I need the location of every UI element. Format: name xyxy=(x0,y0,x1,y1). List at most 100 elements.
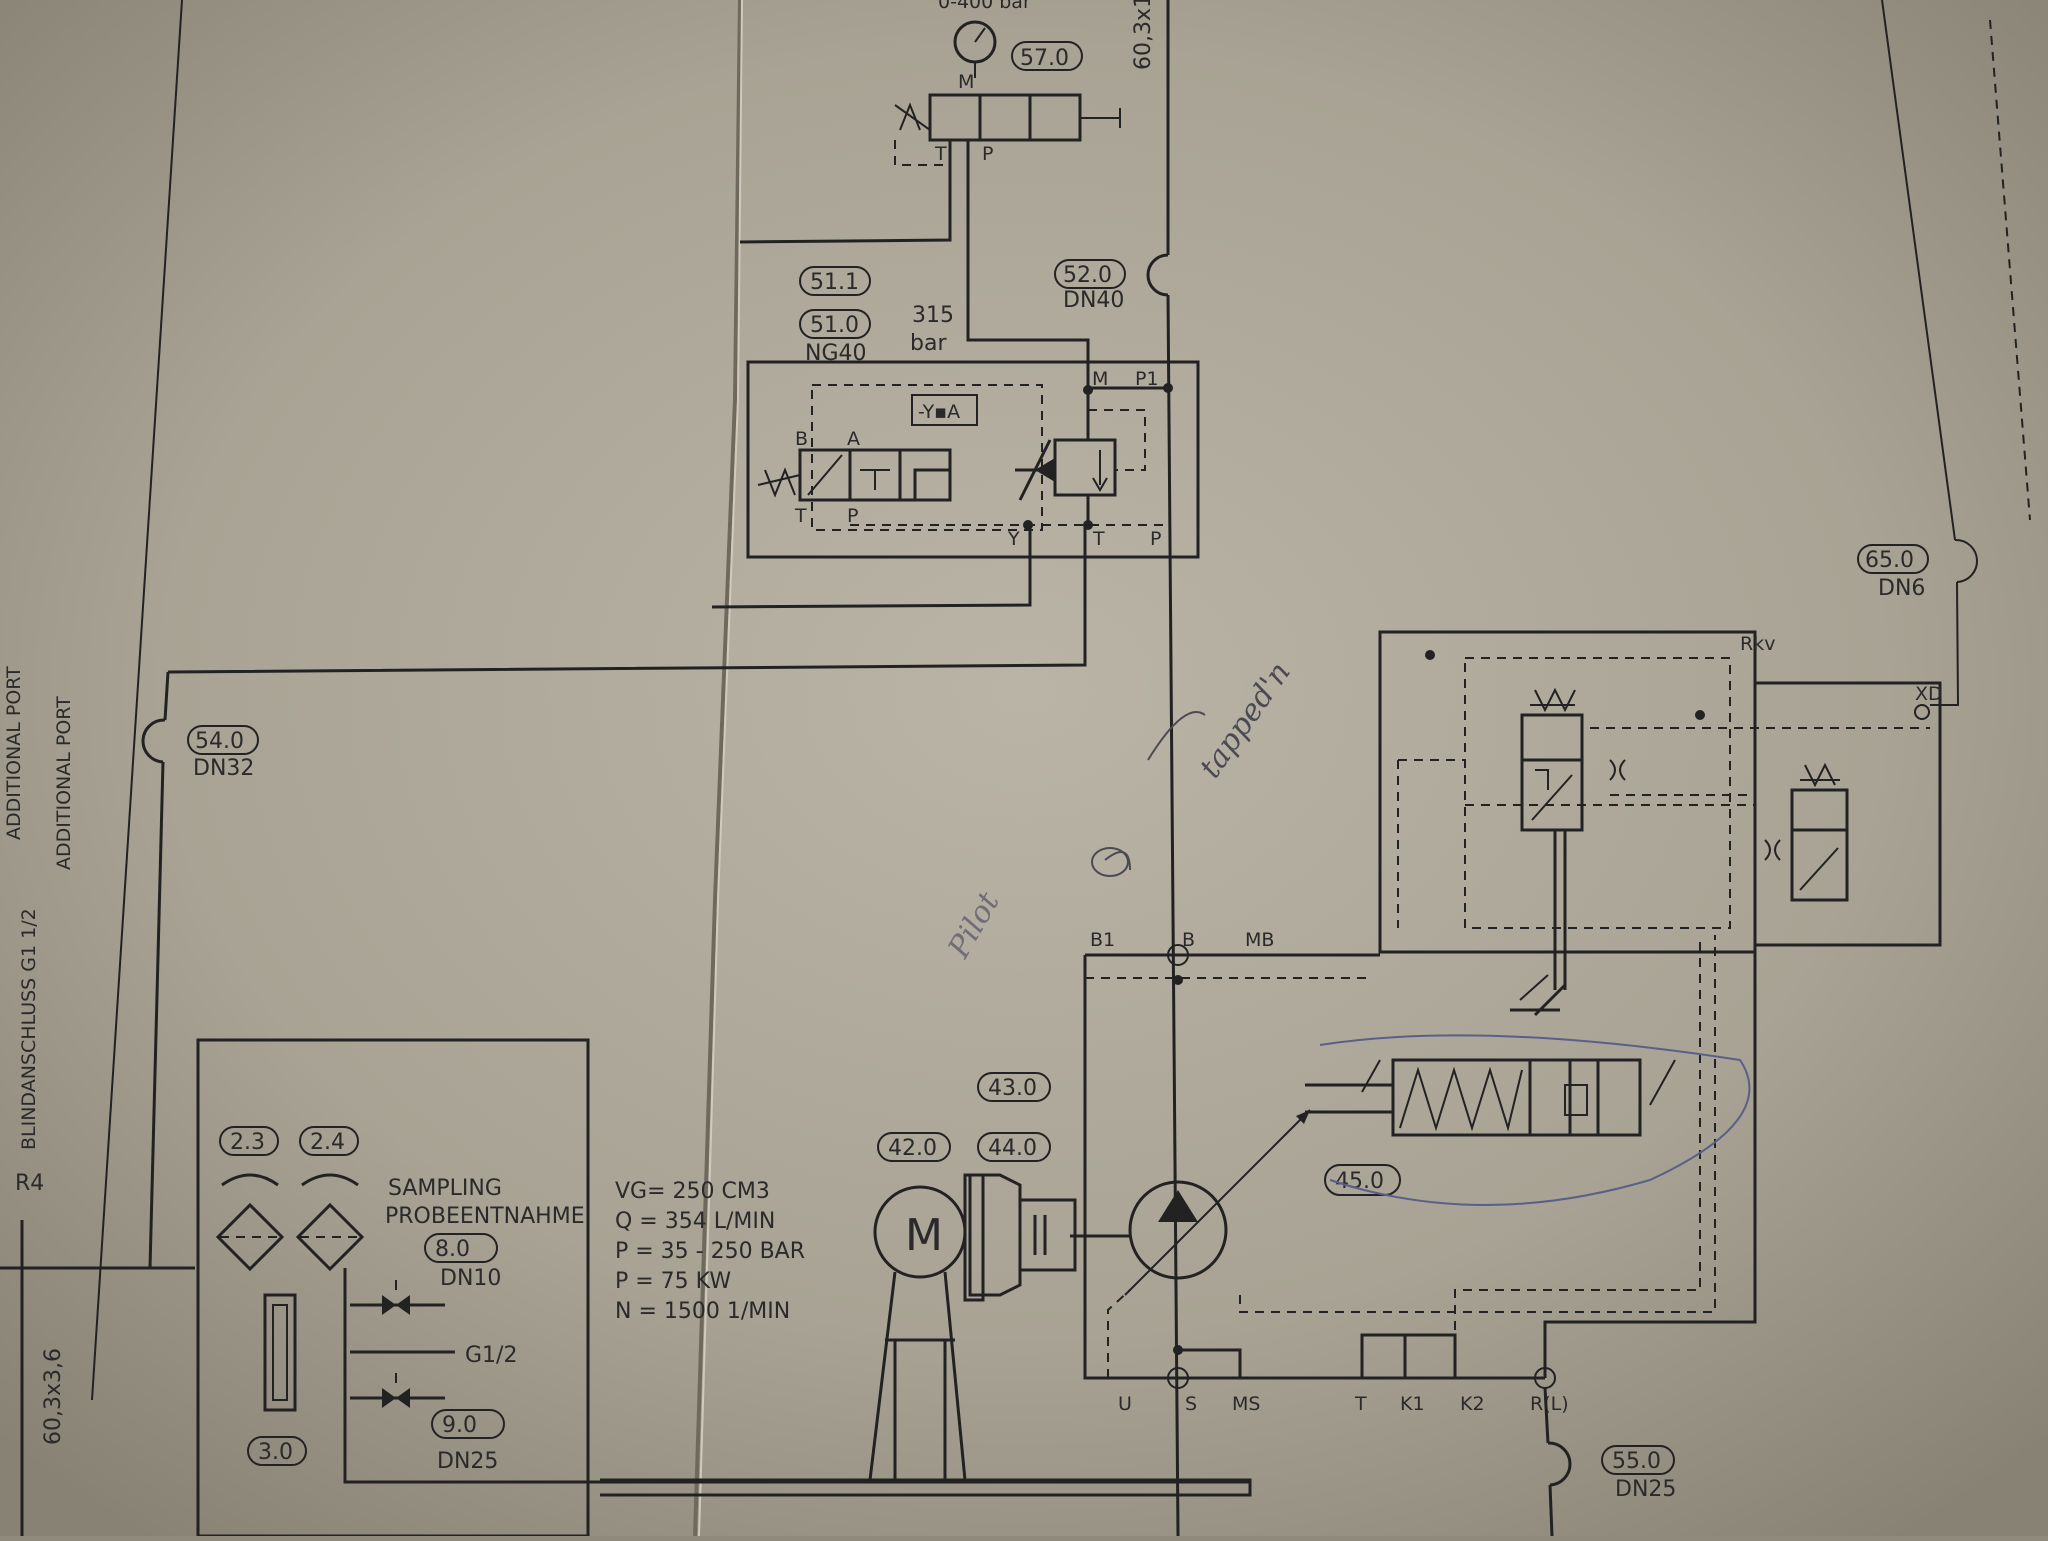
control-rod xyxy=(1553,830,1567,990)
junction-xd xyxy=(1695,710,1705,720)
line-crossover-65 xyxy=(1954,538,1978,583)
paper-fold xyxy=(693,0,742,1537)
rod-adjuster xyxy=(1510,983,1567,1017)
callout-55: 55.0 xyxy=(1612,1449,1661,1474)
pressure-bar: bar xyxy=(910,331,947,356)
callout-43-bubble xyxy=(977,1072,1051,1102)
callout-3-bubble xyxy=(247,1436,307,1466)
port-rl: R(L) xyxy=(1530,1393,1569,1415)
callout-51-0: 51.0 xyxy=(810,313,859,338)
base-frame xyxy=(600,1478,1252,1497)
valve-51-spring xyxy=(757,467,801,498)
port-manifold-line xyxy=(1083,955,1545,1380)
pump-displacement-arrow xyxy=(1124,1109,1311,1296)
handwritten-circle xyxy=(1091,847,1129,877)
callout-51-0-bubble xyxy=(799,309,871,339)
return-line-bottom xyxy=(1548,1484,1554,1537)
pump-controller-ext xyxy=(1753,681,1942,947)
pipe-size-top: 60,3x10 xyxy=(1131,0,1156,70)
port-t-mid: T xyxy=(1092,528,1105,550)
dn32-label: DN32 xyxy=(193,756,254,781)
gauge-range-label: 0-400 bar xyxy=(938,0,1031,13)
manifold-drain-dashes xyxy=(1107,940,1701,1378)
relief-cone xyxy=(1035,458,1055,482)
line-crossover-54 xyxy=(141,718,166,764)
sight-glass-window xyxy=(272,1304,288,1401)
orifice-symbols xyxy=(1609,759,1781,861)
servo-piston xyxy=(1568,1058,1600,1137)
callout-44: 44.0 xyxy=(988,1136,1037,1161)
controller-pilot-left xyxy=(1397,759,1465,928)
pump-arrowhead xyxy=(1296,1110,1310,1124)
valve-block-51-pilot xyxy=(811,384,1043,531)
callout-54: 54.0 xyxy=(195,729,244,754)
probe-label: PROBEENTNAHME xyxy=(385,1204,585,1229)
dn40-label: DN40 xyxy=(1063,288,1124,313)
callout-9: 9.0 xyxy=(442,1413,477,1438)
dn6-label: DN6 xyxy=(1878,576,1925,601)
g12-label: G1/2 xyxy=(465,1343,517,1368)
callout-54-bubble xyxy=(187,725,259,755)
additional-port-label-1: ADDITIONAL PORT xyxy=(3,666,25,840)
callout-57-bubble xyxy=(1011,41,1083,71)
callout-51-1: 51.1 xyxy=(810,270,859,295)
spec-q: Q = 354 L/MIN xyxy=(615,1209,775,1234)
callout-65: 65.0 xyxy=(1865,548,1914,573)
pipe-size-left: 60,3x3,6 xyxy=(41,1348,66,1445)
junction-rkv xyxy=(1425,650,1435,660)
rod-adjuster-arrow xyxy=(1519,974,1549,1001)
valve-57-actuator xyxy=(1080,108,1121,128)
flow-valve-arrow xyxy=(1799,847,1839,891)
callout-45-bubble xyxy=(1324,1164,1401,1196)
sampling-valve-dn25 xyxy=(382,1388,410,1408)
port-b: B xyxy=(1182,929,1195,951)
valve-block-51 xyxy=(746,360,1200,559)
port-ms: MS xyxy=(1232,1393,1260,1415)
servo-spring xyxy=(1399,1066,1523,1132)
sampling-label: SAMPLING xyxy=(388,1176,502,1201)
dn25-label-right: DN25 xyxy=(1615,1477,1676,1502)
port-p1: P1 xyxy=(1135,368,1159,390)
left-frame-line xyxy=(91,0,183,1401)
return-line-top xyxy=(1543,1387,1550,1444)
relief-arrow xyxy=(1092,450,1108,492)
line-57-pressure xyxy=(966,140,1090,365)
servo-stroke-arrows xyxy=(1361,1059,1676,1106)
port-k1: K1 xyxy=(1400,1393,1425,1415)
valve-51-solenoid xyxy=(913,468,952,502)
pressure-valve-spring xyxy=(1530,687,1576,713)
port-t-valve: T xyxy=(794,505,807,527)
port-p-mid: P xyxy=(1150,528,1161,550)
callout-55-bubble xyxy=(1601,1445,1675,1475)
port-p-valve: P xyxy=(847,505,858,527)
electric-motor xyxy=(873,1185,967,1279)
dn10-label: DN10 xyxy=(440,1266,501,1291)
handwritten-pen-loop xyxy=(1319,1034,1751,1206)
callout-3: 3.0 xyxy=(258,1440,293,1465)
motor-symbol: M xyxy=(905,1210,943,1261)
line-crossover-52 xyxy=(1146,253,1169,297)
callout-57: 57.0 xyxy=(1020,46,1069,71)
pressure-valve-bottom xyxy=(1520,758,1584,832)
line-54-bottom xyxy=(148,761,165,1269)
right-edge-dashes xyxy=(1989,19,2031,521)
servo-rod-eye xyxy=(1564,1084,1588,1116)
ya-label: -Y▪A xyxy=(918,401,960,423)
callout-8: 8.0 xyxy=(435,1237,470,1262)
line-y-drain xyxy=(711,525,1032,609)
sight-glass xyxy=(263,1293,297,1412)
port-p-top: P xyxy=(982,143,993,165)
spec-vg: VG= 250 CM3 xyxy=(615,1179,770,1204)
right-pilot-line-top xyxy=(1881,0,1956,541)
callout-2-4: 2.4 xyxy=(310,1130,345,1155)
spec-speed: N = 1500 1/MIN xyxy=(615,1299,790,1324)
sampling-valve-dn10 xyxy=(382,1295,410,1315)
callout-2-4-bubble xyxy=(299,1126,359,1156)
port-y: Y xyxy=(1007,528,1020,550)
valve-57-spring xyxy=(894,102,931,131)
pressure-valve-arrows xyxy=(1531,769,1573,821)
controller-pilot-frame xyxy=(1464,657,1731,929)
